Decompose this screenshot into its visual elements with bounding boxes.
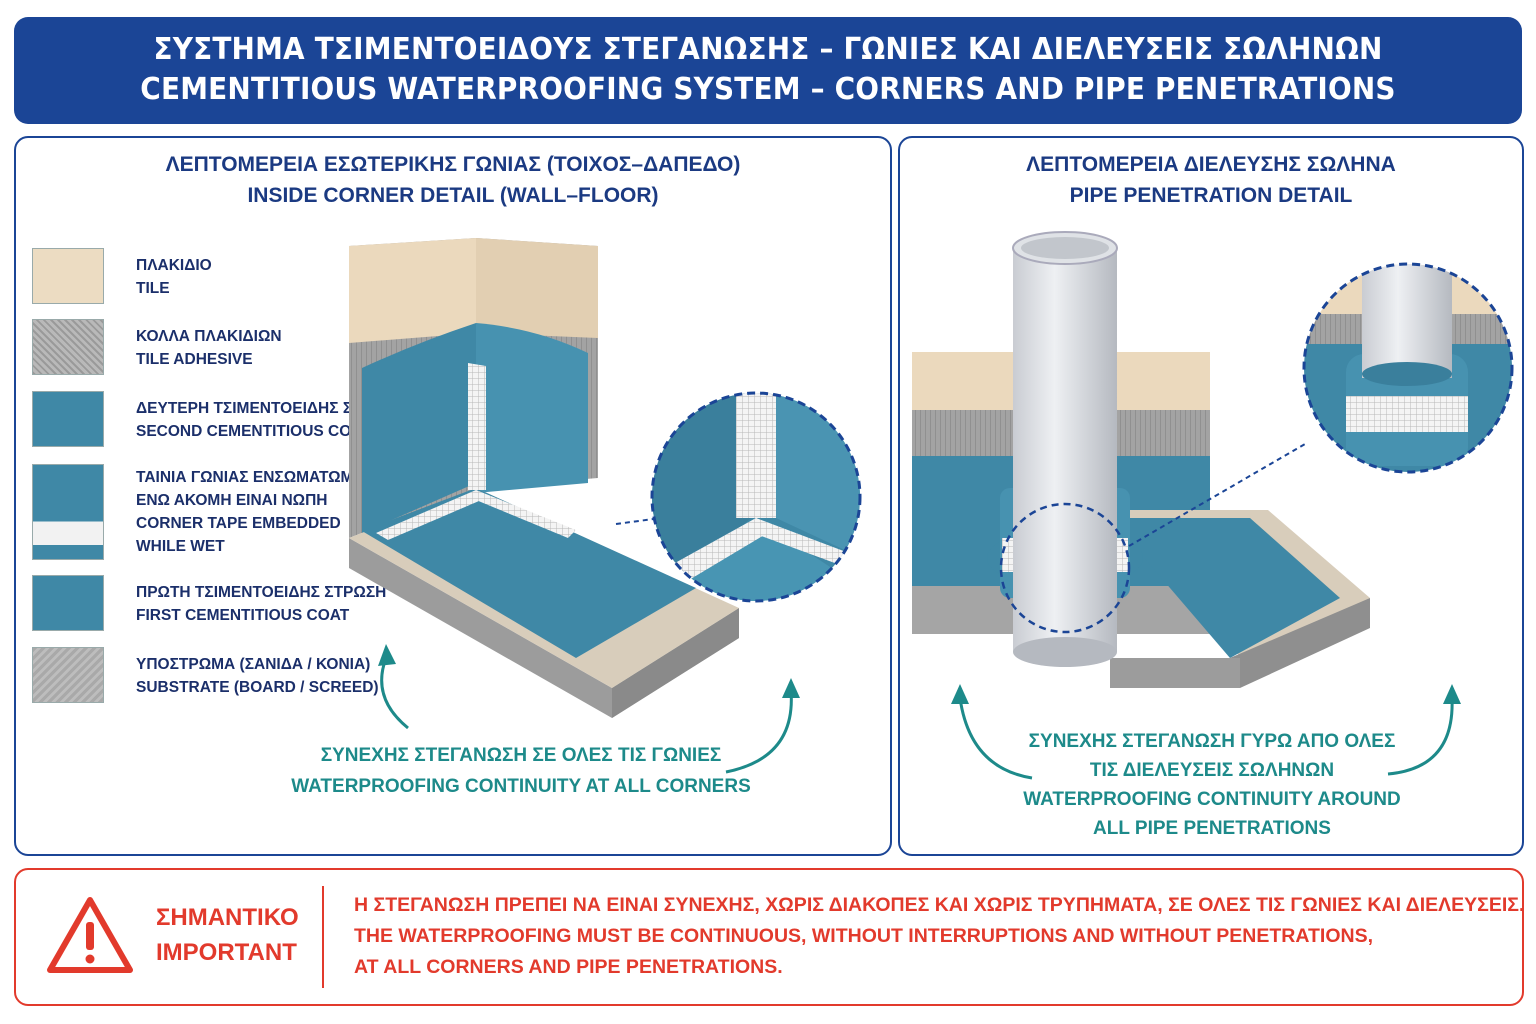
legend-label-greek: ΥΠΟΣΤΡΩΜΑ (ΣΑΝΙΔΑ / ΚΟΝΙΑ) — [136, 656, 371, 673]
right-arrow-head — [782, 678, 800, 698]
header-title-english: CEMENTITIOUS WATERPROOFING SYSTEM – CORN… — [140, 72, 1396, 107]
inside-corner-title-greek: ΛΕΠΤΟΜΕΡΕΙΑ ΕΣΩΤΕΡΙΚΗΣ ΓΩΝΙΑΣ (ΤΟΙΧΟΣ–ΔΑ… — [165, 153, 741, 176]
floor-membrane — [362, 488, 696, 658]
corner-caption-greek: ΣΥΝΕΧΗΣ ΣΤΕΓΑΝΩΣΗ ΣΕ ΟΛΕΣ ΤΙΣ ΓΩΝΙΕΣ — [320, 745, 722, 766]
important-line-2: THE WATERPROOFING MUST BE CONTINUOUS, WI… — [354, 925, 1374, 947]
legend-label-english: SECOND CEMENTITIOUS COAT — [136, 423, 371, 440]
magnifier-connector — [1128, 443, 1306, 547]
legend-label-english: TILE — [136, 280, 170, 297]
legend-label-greek-2: ΕΝΩ ΑΚΟΜΗ ΕΙΝΑΙ ΝΩΠΗ — [136, 492, 328, 509]
pipe-magnifier-ring — [1302, 262, 1514, 474]
legend-label: ΠΛΑΚΙΔΙΟ TILE — [136, 254, 396, 300]
legend-label: ΤΑΙΝΙΑ ΓΩΝΙΑΣ ΕΝΣΩΜΑΤΩΜΕΝΗ ΕΝΩ ΑΚΟΜΗ ΕΙΝ… — [136, 466, 396, 558]
pipe-penetration-panel: ΛΕΠΤΟΜΕΡΕΙΑ ΔΙΕΛΕΥΣΗΣ ΣΩΛΗΝΑ PIPE PENETR… — [898, 136, 1524, 856]
pipe-caption-line-4: ALL PIPE PENETRATIONS — [1093, 818, 1331, 839]
legend-label-greek: ΚΟΛΛΑ ΠΛΑΚΙΔΙΩΝ — [136, 328, 282, 345]
corner-tape-swatch — [32, 464, 104, 560]
legend-label: ΚΟΛΛΑ ΠΛΑΚΙΔΙΩΝ TILE ADHESIVE — [136, 325, 396, 371]
tile-swatch — [32, 248, 104, 304]
important-message: Η ΣΤΕΓΑΝΩΣΗ ΠΡΕΠΕΙ ΝΑ ΕΙΝΑΙ ΣΥΝΕΧΗΣ, ΧΩΡ… — [354, 890, 1524, 983]
second-coat-swatch — [32, 391, 104, 447]
left-wall-tile — [349, 238, 476, 343]
corner-magnifier-ring — [650, 391, 862, 603]
legend-label-english-2: WHILE WET — [136, 538, 225, 555]
important-line-1: Η ΣΤΕΓΑΝΩΣΗ ΠΡΕΠΕΙ ΝΑ ΕΙΝΑΙ ΣΥΝΕΧΗΣ, ΧΩΡ… — [354, 894, 1525, 916]
pipe-penetration-illustration — [912, 231, 1514, 780]
pipe-title-english: PIPE PENETRATION DETAIL — [1069, 184, 1353, 207]
legend-label: ΥΠΟΣΤΡΩΜΑ (ΣΑΝΙΔΑ / ΚΟΝΙΑ) SUBSTRATE (BO… — [136, 653, 396, 699]
wall-membrane-back — [476, 323, 588, 493]
first-coat-swatch — [32, 575, 104, 631]
floor-substrate — [1230, 598, 1370, 688]
pipe-caption-line-2: ΤΙΣ ΔΙΕΛΕΥΣΕΙΣ ΣΩΛΗΝΩΝ — [1089, 760, 1335, 781]
inside-corner-illustration — [349, 238, 862, 774]
inside-corner-title-english: INSIDE CORNER DETAIL (WALL–FLOOR) — [247, 184, 659, 207]
substrate-slab-side — [612, 608, 739, 718]
pipe-top-opening — [1021, 237, 1109, 259]
important-label-greek: ΣΗΜΑΝΤΙΚΟ — [156, 904, 299, 931]
pipe-body — [1013, 248, 1117, 652]
legend-label-greek: ΠΛΑΚΙΔΙΟ — [136, 257, 212, 274]
header-title-greek: ΣΥΣΤΗΜΑ ΤΣΙΜΕΝΤΟΕΙΔΟΥΣ ΣΤΕΓΑΝΩΣΗΣ – ΓΩΝΙ… — [153, 32, 1383, 67]
wall-membrane-left — [362, 323, 476, 533]
pipe-caption: ΣΥΝΕΧΗΣ ΣΤΕΓΑΝΩΣΗ ΓΥΡΩ ΑΠΟ ΟΛΕΣ ΤΙΣ ΔΙΕΛ… — [1012, 727, 1412, 843]
left-curved-arrow — [380, 657, 409, 730]
header-banner: ΣΥΣΤΗΜΑ ΤΣΙΜΕΝΤΟΕΙΔΟΥΣ ΣΤΕΓΑΝΩΣΗΣ – ΓΩΝΙ… — [14, 17, 1522, 124]
right-curved-arrow — [1387, 697, 1454, 776]
pipe-caption-line-1: ΣΥΝΕΧΗΣ ΣΤΕΓΑΝΩΣΗ ΓΥΡΩ ΑΠΟ ΟΛΕΣ — [1028, 731, 1396, 752]
right-arrow-head — [1443, 684, 1461, 704]
left-arrow-head — [378, 644, 396, 666]
floor-substrate-front — [1110, 658, 1240, 688]
warning-icon — [47, 897, 133, 973]
legend-label-english-1: CORNER TAPE EMBEDDED — [136, 515, 341, 532]
right-curved-arrow — [725, 690, 793, 774]
left-curved-arrow — [958, 697, 1033, 780]
legend-label-greek: ΠΡΩΤΗ ΤΣΙΜΕΝΤΟΕΙΔΗΣ ΣΤΡΩΣΗ — [136, 584, 387, 601]
important-notice: ΣΗΜΑΝΤΙΚΟ IMPORTANT Η ΣΤΕΓΑΝΩΣΗ ΠΡΕΠΕΙ Ν… — [14, 868, 1524, 1006]
pipe-title-greek: ΛΕΠΤΟΜΕΡΕΙΑ ΔΙΕΛΕΥΣΗΣ ΣΩΛΗΝΑ — [1026, 153, 1396, 176]
floor-membrane — [1110, 518, 1340, 658]
adhesive-swatch — [32, 319, 104, 375]
important-line-3: AT ALL CORNERS AND PIPE PENETRATIONS. — [354, 956, 783, 978]
pipe-bottom — [1013, 637, 1117, 667]
important-divider — [322, 886, 324, 988]
corner-tape-floor-right — [476, 490, 576, 538]
corner-caption-english: WATERPROOFING CONTINUITY AT ALL CORNERS — [291, 776, 751, 797]
legend-label: ΔΕΥΤΕΡΗ ΤΣΙΜΕΝΤΟΕΙΔΗΣ ΣΤΡΩΣΗ SECOND CEME… — [136, 397, 405, 443]
pipe-caption-line-3: WATERPROOFING CONTINUITY AROUND — [1023, 789, 1401, 810]
legend-label-english: TILE ADHESIVE — [136, 351, 253, 368]
back-wall-tile — [476, 238, 598, 338]
legend-label-greek: ΔΕΥΤΕΡΗ ΤΣΙΜΕΝΤΟΕΙΔΗΣ ΣΤΡΩΣΗ — [136, 400, 405, 417]
legend-label-greek-1: ΤΑΙΝΙΑ ΓΩΝΙΑΣ ΕΝΣΩΜΑΤΩΜΕΝΗ — [136, 469, 387, 486]
legend-label-english: SUBSTRATE (BOARD / SCREED) — [136, 679, 379, 696]
corner-tape-vertical — [468, 363, 486, 490]
substrate-swatch — [32, 647, 104, 703]
important-label: ΣΗΜΑΝΤΙΚΟ IMPORTANT — [156, 900, 299, 970]
inside-corner-panel: ΛΕΠΤΟΜΕΡΕΙΑ ΕΣΩΤΕΡΙΚΗΣ ΓΩΝΙΑΣ (ΤΟΙΧΟΣ–ΔΑ… — [14, 136, 892, 856]
legend-label-english: FIRST CEMENTITIOUS COAT — [136, 607, 350, 624]
left-arrow-head — [951, 684, 969, 704]
corner-tape-floor — [376, 490, 486, 540]
legend-label: ΠΡΩΤΗ ΤΣΙΜΕΝΤΟΕΙΔΗΣ ΣΤΡΩΣΗ FIRST CEMENTI… — [136, 581, 396, 627]
important-label-english: IMPORTANT — [156, 939, 297, 966]
collar-highlight-ring — [999, 502, 1131, 634]
